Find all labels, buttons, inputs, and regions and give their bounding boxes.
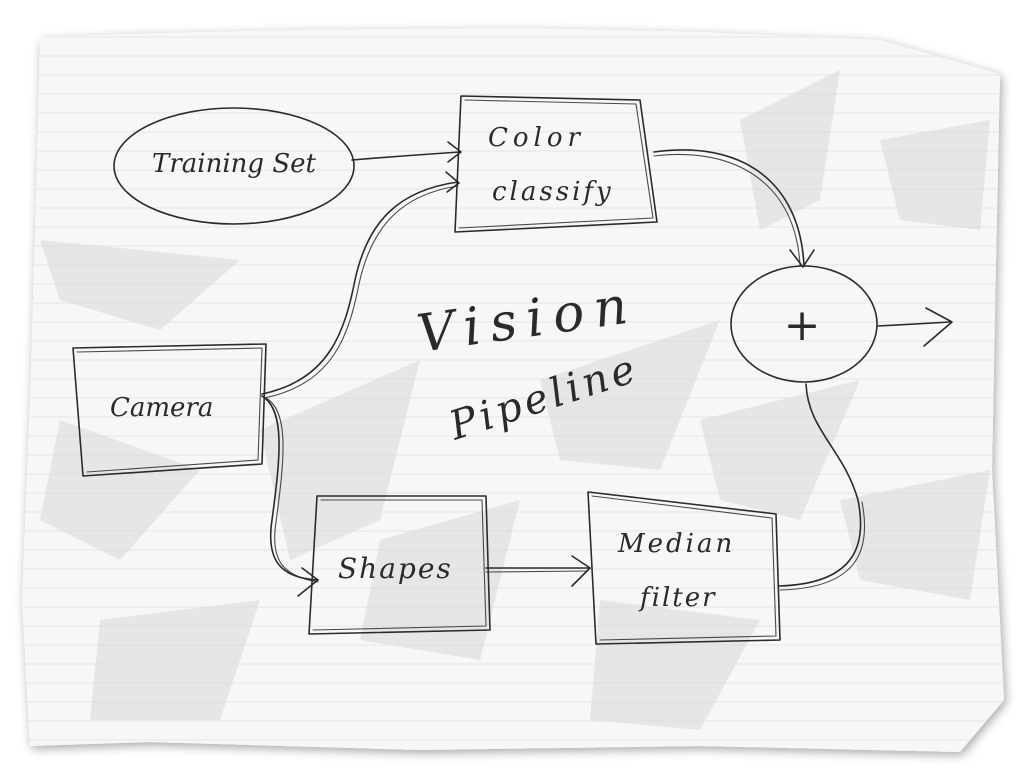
arrow-camera-to-classify	[261, 181, 459, 395]
arrow-output	[877, 321, 951, 327]
connectors	[261, 141, 953, 597]
median-filter-label-line2: filter	[638, 583, 717, 613]
arrow-training-to-classify	[351, 151, 461, 161]
median-filter-label-line1: Median	[617, 529, 735, 559]
arrow-camera-to-shapes	[261, 395, 319, 581]
combiner-symbol: +	[784, 300, 821, 351]
camera-label: Camera	[110, 393, 213, 423]
color-classify-label-line2: classify	[492, 177, 614, 207]
camera-node: Camera	[72, 343, 267, 477]
combiner-node: +	[730, 265, 878, 383]
shapes-label: Shapes	[338, 552, 453, 585]
median-filter-node: Median filter	[587, 491, 781, 645]
paper-sheet	[22, 28, 1004, 752]
arrow-median-to-combiner	[777, 383, 862, 587]
shapes-node: Shapes	[308, 495, 491, 635]
color-classify-label-line1: Color	[488, 123, 585, 153]
arrow-classify-to-combiner	[653, 149, 805, 267]
training-set-label: Training Set	[152, 149, 316, 179]
training-set-node: Training Set	[113, 107, 355, 225]
crumple-shading	[40, 70, 990, 730]
